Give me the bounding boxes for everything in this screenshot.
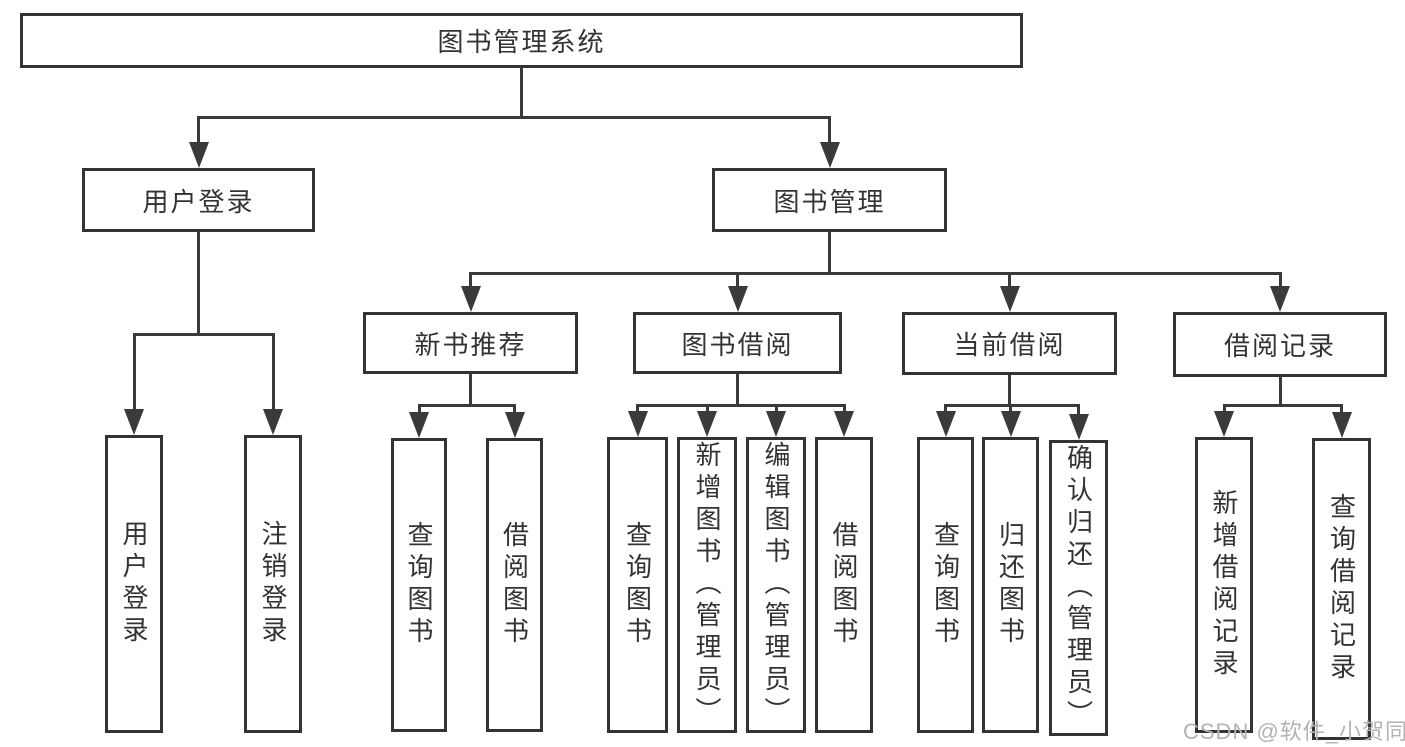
- connector-drop: [417, 405, 421, 418]
- node-label: 归还图书: [995, 521, 1026, 649]
- connector-drop: [469, 273, 472, 292]
- node-label: 图书管理系统: [437, 27, 606, 57]
- watermark: CSDN @软件_小贺同学: [1183, 719, 1405, 744]
- arrow-down-icon: [819, 142, 840, 168]
- node-label: 借阅记录: [1223, 331, 1336, 361]
- connector-stem: [828, 230, 831, 275]
- node-label: 查询图书: [404, 521, 434, 649]
- node-label: 用户登录: [142, 186, 255, 217]
- connector-rail: [1222, 403, 1343, 407]
- node-book-borrowing: 图书借阅: [633, 312, 842, 374]
- node-label: 图书借阅: [681, 329, 794, 360]
- connector-drop: [1077, 405, 1080, 420]
- node-query-books-recommend: 查询图书: [391, 438, 447, 732]
- connector-stem: [736, 372, 739, 407]
- node-label: 查询借阅记录: [1326, 493, 1357, 685]
- node-query-books-current: 查询图书: [917, 437, 974, 733]
- connector-drop: [271, 334, 275, 415]
- connector-stem: [1008, 373, 1011, 407]
- arrow-down-icon: [188, 142, 209, 168]
- node-user-login: 用户登录: [82, 168, 315, 232]
- connector-stem: [469, 372, 472, 407]
- connector-stem: [520, 66, 523, 119]
- connector-drop: [828, 117, 831, 148]
- arrow-down-icon: [460, 286, 481, 312]
- connector-drop: [736, 273, 739, 292]
- connector-stem: [1278, 375, 1282, 407]
- connector-rail: [197, 115, 831, 119]
- connector-rail: [417, 403, 516, 407]
- connector-drop: [1340, 405, 1343, 418]
- node-query-books-borrowing: 查询图书: [607, 437, 668, 733]
- arrow-down-icon: [999, 286, 1020, 312]
- arrow-down-icon: [124, 409, 144, 435]
- arrow-down-icon: [409, 412, 429, 438]
- connector-rail: [944, 403, 1080, 407]
- arrow-down-icon: [697, 411, 717, 437]
- arrow-down-icon: [627, 411, 648, 437]
- connector-rail: [469, 271, 1282, 275]
- arrow-down-icon: [1270, 286, 1290, 312]
- node-root: 图书管理系统: [20, 13, 1023, 68]
- node-label: 新增图书（管理员）: [692, 441, 722, 729]
- arrow-down-icon: [1214, 411, 1234, 437]
- node-new-book-recommend: 新书推荐: [363, 312, 578, 374]
- connector-rail: [636, 403, 846, 407]
- node-label: 查询图书: [622, 521, 653, 649]
- node-book-management: 图书管理: [712, 168, 947, 232]
- arrow-down-icon: [263, 409, 283, 435]
- node-label: 图书管理: [773, 186, 886, 217]
- node-user-login-leaf: 用户登录: [105, 435, 163, 733]
- connector-drop: [513, 405, 516, 418]
- node-label: 确认归还（管理员）: [1063, 444, 1094, 732]
- connector-drop: [132, 334, 136, 415]
- node-borrowing-records: 借阅记录: [1173, 312, 1387, 377]
- arrow-down-icon: [935, 411, 956, 437]
- node-query-borrow-record: 查询借阅记录: [1312, 438, 1371, 740]
- node-label: 注销登录: [258, 520, 288, 648]
- node-label: 新增借阅记录: [1209, 489, 1239, 681]
- node-add-books-admin: 新增图书（管理员）: [677, 437, 737, 733]
- node-return-books: 归还图书: [982, 437, 1039, 733]
- node-confirm-return-admin: 确认归还（管理员）: [1049, 440, 1108, 736]
- node-add-borrow-record: 新增借阅记录: [1195, 437, 1253, 733]
- node-current-borrowing: 当前借阅: [902, 312, 1117, 375]
- arrow-down-icon: [1000, 411, 1021, 437]
- node-label: 新书推荐: [414, 329, 527, 360]
- arrow-down-icon: [727, 286, 748, 312]
- connector-drop: [197, 117, 200, 148]
- arrow-down-icon: [766, 411, 786, 437]
- connector-stem: [197, 230, 200, 336]
- connector-rail: [132, 332, 275, 336]
- arrow-down-icon: [1331, 412, 1352, 438]
- node-edit-books-admin: 编辑图书（管理员）: [746, 437, 806, 733]
- connector-drop: [1008, 273, 1011, 292]
- node-label: 借阅图书: [829, 521, 859, 649]
- arrow-down-icon: [1068, 414, 1089, 440]
- node-label: 借阅图书: [499, 521, 530, 649]
- node-logout-leaf: 注销登录: [244, 435, 302, 733]
- node-label: 编辑图书（管理员）: [761, 441, 791, 729]
- node-borrow-books-recommend: 借阅图书: [486, 438, 543, 732]
- arrow-down-icon: [834, 411, 854, 437]
- node-borrow-books-borrowing: 借阅图书: [815, 437, 873, 733]
- arrow-down-icon: [504, 412, 525, 438]
- node-label: 用户登录: [119, 520, 149, 648]
- node-label: 查询图书: [930, 521, 961, 649]
- connector-drop: [1278, 273, 1282, 292]
- node-label: 当前借阅: [953, 330, 1066, 360]
